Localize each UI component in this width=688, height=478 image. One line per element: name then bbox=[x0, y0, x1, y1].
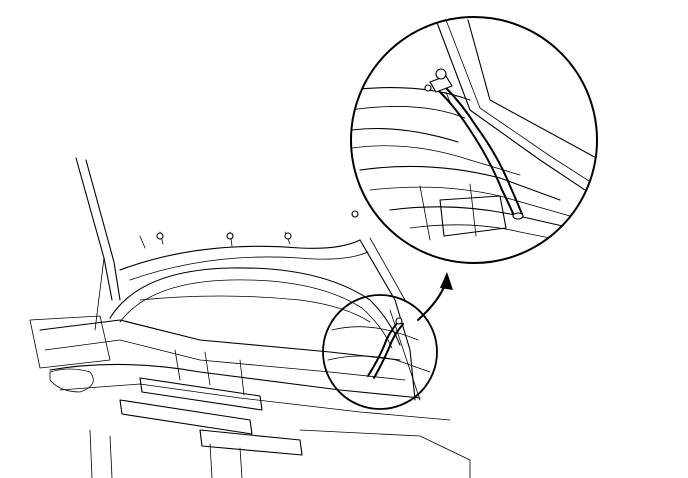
clip-tab bbox=[424, 84, 432, 92]
curved-arrow-icon bbox=[417, 272, 453, 321]
floor-line-2 bbox=[44, 339, 406, 381]
crossmember-2 bbox=[119, 399, 253, 435]
left-lower-bracket bbox=[49, 368, 94, 393]
detail-frame bbox=[409, 224, 591, 247]
hose-small bbox=[373, 323, 404, 379]
detail-frame bbox=[351, 145, 521, 176]
roof-frame-line bbox=[119, 239, 361, 271]
detail-block bbox=[439, 195, 507, 237]
trunk-opening-arc bbox=[109, 267, 401, 346]
clip-head bbox=[435, 68, 447, 80]
detail-frame bbox=[351, 127, 459, 143]
quarter-panel-inner bbox=[369, 237, 406, 301]
clip-icon bbox=[226, 232, 234, 240]
clip-icon bbox=[395, 317, 403, 325]
hose-end bbox=[512, 212, 524, 220]
source-detail-line bbox=[331, 326, 419, 341]
lower-structure-lines bbox=[89, 429, 243, 478]
left-lower-panel bbox=[29, 315, 111, 369]
floor-line-1 bbox=[39, 319, 401, 361]
detail-frame bbox=[389, 206, 581, 231]
trunk-ledge bbox=[139, 295, 371, 323]
clip-icon bbox=[351, 210, 359, 218]
detail-frame bbox=[351, 106, 466, 119]
hose-detail bbox=[445, 87, 523, 215]
detail-block-edge bbox=[419, 183, 477, 241]
lower-right-panel bbox=[299, 429, 471, 478]
detail-frame bbox=[359, 165, 561, 201]
clip-icon bbox=[156, 232, 164, 240]
detail-callout bbox=[350, 16, 598, 264]
detail-frame bbox=[351, 87, 471, 101]
hose-small bbox=[367, 321, 399, 377]
clip-stem bbox=[445, 91, 451, 103]
detail-pillar-inner bbox=[445, 19, 597, 189]
detail-frame bbox=[369, 186, 571, 217]
crossmember-3 bbox=[199, 429, 303, 456]
source-circle bbox=[322, 294, 438, 410]
source-callout bbox=[322, 294, 438, 410]
source-detail-line bbox=[327, 355, 431, 373]
trunk-opening-inner bbox=[119, 279, 393, 349]
left-pillar-line-1 bbox=[75, 157, 113, 301]
detail-circle bbox=[350, 16, 598, 264]
detail-pillar-edge bbox=[467, 19, 597, 161]
clip-icon bbox=[284, 232, 292, 240]
clip-icon bbox=[424, 68, 453, 103]
floor-line-4 bbox=[59, 383, 451, 421]
source-detail-line bbox=[389, 309, 421, 401]
detail-pillar bbox=[435, 19, 597, 201]
hose-detail bbox=[439, 91, 515, 217]
crossmember-1 bbox=[139, 377, 263, 411]
floor-line-3 bbox=[49, 363, 421, 399]
roof-frame-inner bbox=[129, 251, 369, 281]
arrow-head bbox=[440, 272, 453, 290]
left-pillar-line-2 bbox=[85, 159, 121, 301]
crossmember-ribs bbox=[174, 349, 245, 396]
left-pillar-edge bbox=[94, 257, 105, 331]
